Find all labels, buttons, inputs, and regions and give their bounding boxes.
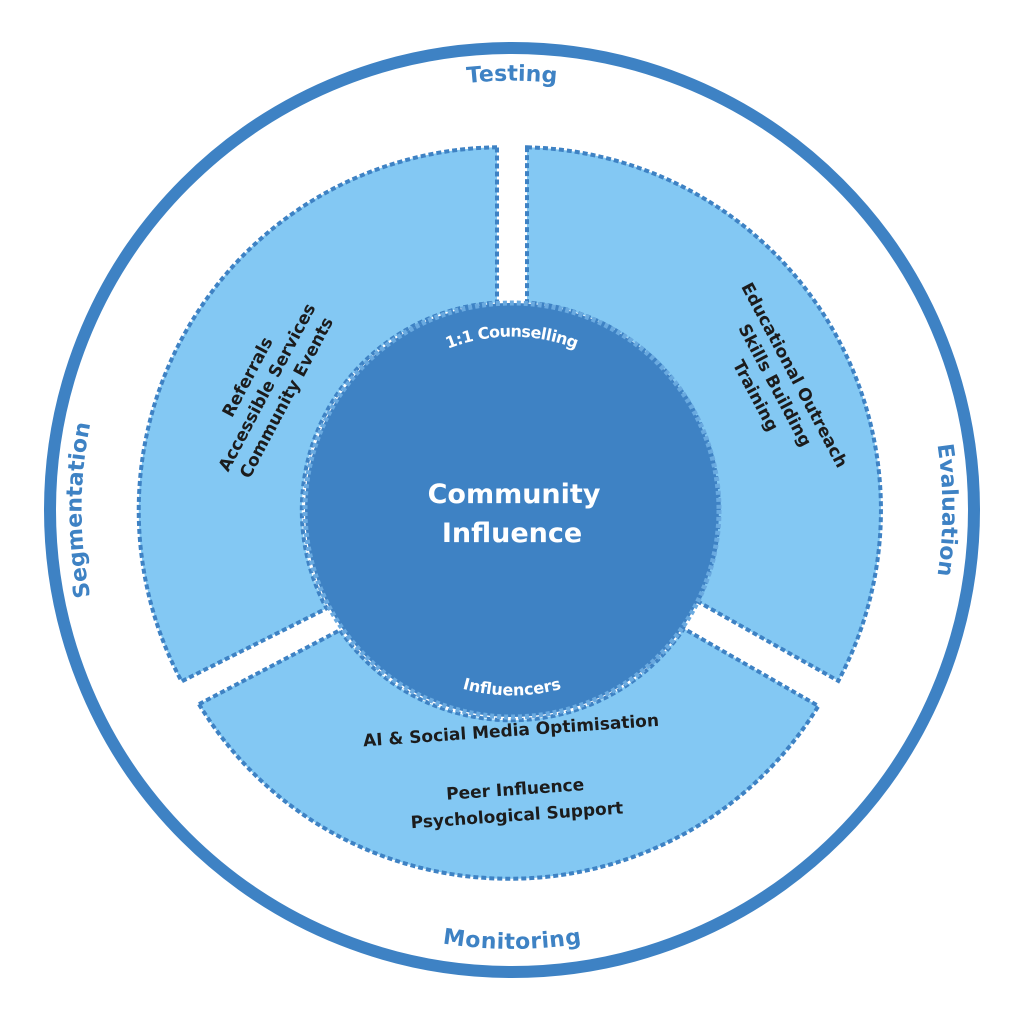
- ring-label-evaluation: Evaluation: [932, 442, 962, 578]
- svg-text:Testing: Testing: [466, 62, 559, 89]
- core-circle: [302, 300, 722, 720]
- segment-left: [136, 145, 499, 685]
- ring-label-testing: Testing: [466, 62, 559, 89]
- svg-text:Evaluation: Evaluation: [932, 442, 962, 578]
- segment-bottom: [196, 625, 822, 881]
- core-title-line2: Influence: [442, 518, 582, 549]
- segment-right: [525, 145, 883, 684]
- core-title-line1: Community: [428, 479, 601, 510]
